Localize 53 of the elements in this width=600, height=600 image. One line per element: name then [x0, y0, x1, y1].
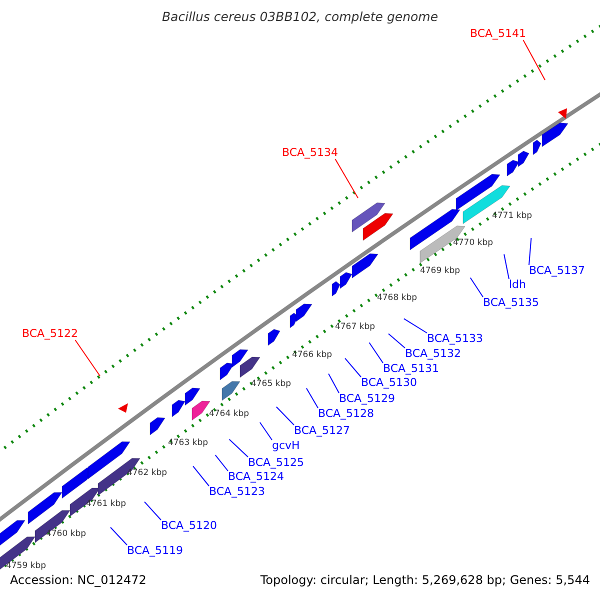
position-label: 4770 kbp [452, 238, 494, 248]
position-label: 4764 kbp [208, 409, 250, 419]
gene-label: BCA_5133 [427, 332, 484, 345]
gene-label: BCA_5125 [248, 456, 304, 469]
gene-label: ldh [509, 278, 526, 291]
gene-label: BCA_5130 [361, 376, 418, 389]
leader-line [528, 238, 532, 266]
gene-label: BCA_5129 [339, 392, 396, 405]
gene-label: BCA_5141 [470, 27, 526, 40]
position-label: 4768 kbp [376, 293, 418, 303]
leader-line [306, 388, 318, 408]
position-label: 4760 kbp [46, 529, 86, 539]
gene-label: BCA_5123 [209, 485, 266, 498]
gene-label: BCA_5122 [22, 327, 78, 340]
title: Bacillus cereus 03BB102, complete genome [160, 9, 440, 24]
footer-text: Accession: NC_012472 [10, 573, 146, 587]
gene-label: gcvH [272, 439, 300, 452]
gene-label: BCA_5132 [405, 347, 462, 360]
position-label: 4769 kbp [420, 266, 460, 276]
position-label: 4771 kbp [492, 211, 532, 221]
position-label: 4759 kbp [6, 561, 46, 571]
leader-line [344, 358, 362, 378]
position-label: 4761 kbp [86, 499, 126, 509]
leader-line [144, 501, 162, 520]
leader-line [110, 526, 128, 546]
leader-line [522, 40, 546, 80]
gene-label: BCA_5127 [294, 424, 350, 437]
leader-line [276, 406, 294, 426]
gene-label: BCA_5124 [228, 470, 284, 483]
leader-line [228, 438, 248, 458]
gene-label: BCA_5134 [282, 146, 338, 159]
leader-line [328, 373, 340, 394]
gene-label: BCA_5120 [161, 519, 218, 532]
gene-label: BCA_5137 [529, 264, 586, 277]
gene-label: BCA_5119 [127, 544, 184, 557]
leader-line [470, 277, 484, 298]
leader-line [403, 318, 428, 334]
leader-line [334, 158, 358, 198]
position-label: 4763 kbp [168, 438, 208, 448]
leader-line [504, 254, 510, 280]
gene-label: BCA_5135 [483, 296, 540, 309]
leader-line [388, 333, 406, 348]
gene-label: BCA_5131 [383, 362, 440, 375]
leader-line [74, 340, 100, 376]
leader-line [368, 342, 384, 364]
gene-label: BCA_5128 [318, 407, 374, 420]
leader-line [214, 454, 228, 472]
position-label: 4765 kbp [250, 379, 292, 389]
leader-line [192, 466, 210, 486]
position-label: 4766 kbp [292, 350, 332, 360]
footer-text: Topology: circular; Length: 5,269,628 bp; Genes: 5,544 [260, 573, 590, 587]
leader-line [259, 422, 272, 440]
position-label: 4767 kbp [334, 322, 376, 332]
